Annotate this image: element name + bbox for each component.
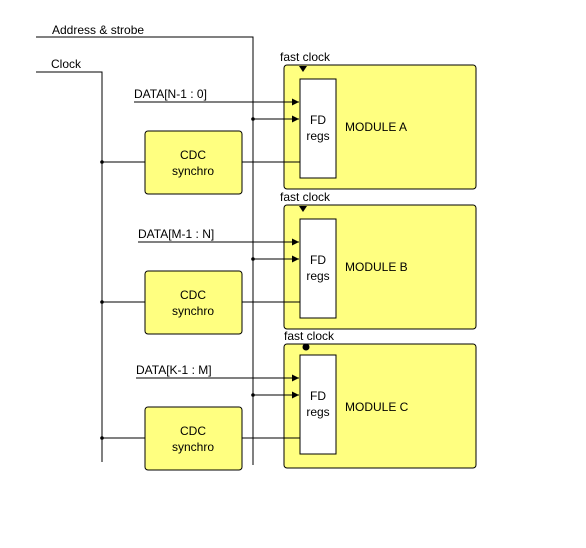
module-b-clock-marker [299,206,307,212]
address-strobe-line [36,36,254,465]
module-a-cdc-top: CDC [180,148,206,162]
module-b-cdc-top: CDC [180,288,206,302]
module-b-clock-junction [100,300,104,304]
module-c-cdc-top: CDC [180,424,206,438]
module-c-data-label: DATA[K-1 : M] [136,363,212,377]
module-a-fd-regs [299,78,337,179]
module-a-fast-clock-label: fast clock [280,50,331,64]
module-a-name: MODULE A [345,120,407,134]
module-c-fast-clock-label: fast clock [284,329,335,343]
module-b-cdc-bottom: synchro [172,304,214,318]
address-strobe-label: Address & strobe [52,23,144,37]
module-a-clock-junction [100,160,104,164]
module-c-cdc-synchro [144,406,243,471]
module-b-regs-bottom: regs [306,269,329,283]
module-a-group: fast clock FD regs MODULE A DATA[N-1 : 0… [100,50,477,195]
address-strobe-bus: Address & strobe [36,23,254,465]
module-c-clock-junction [100,436,104,440]
module-a-cdc-synchro [144,130,243,195]
module-c-clock-marker [302,343,310,351]
module-a-cdc-bottom: synchro [172,164,214,178]
module-a-strobe-junction [251,117,255,121]
module-c-cdc-bottom: synchro [172,440,214,454]
module-c-fd-regs [299,354,337,455]
module-b-strobe-junction [251,257,255,261]
module-b-fd-regs [299,218,337,319]
module-b-regs-top: FD [310,253,326,267]
clock-line [36,71,103,462]
clock-bus: Clock [36,57,103,462]
module-b-group: fast clock FD regs MODULE B DATA[M-1 : N… [100,190,477,335]
module-a-data-label: DATA[N-1 : 0] [134,87,207,101]
module-c-name: MODULE C [345,400,409,414]
clock-label: Clock [51,57,82,71]
module-a-regs-top: FD [310,113,326,127]
module-b-fast-clock-label: fast clock [280,190,331,204]
module-c-group: fast clock FD regs MODULE C DATA[K-1 : M… [100,329,477,471]
module-c-regs-bottom: regs [306,405,329,419]
module-a-clock-marker [299,66,307,72]
module-c-strobe-junction [251,393,255,397]
module-b-data-label: DATA[M-1 : N] [138,227,214,241]
module-c-regs-top: FD [310,389,326,403]
module-a-regs-bottom: regs [306,129,329,143]
module-b-cdc-synchro [144,270,243,335]
module-b-name: MODULE B [345,260,408,274]
